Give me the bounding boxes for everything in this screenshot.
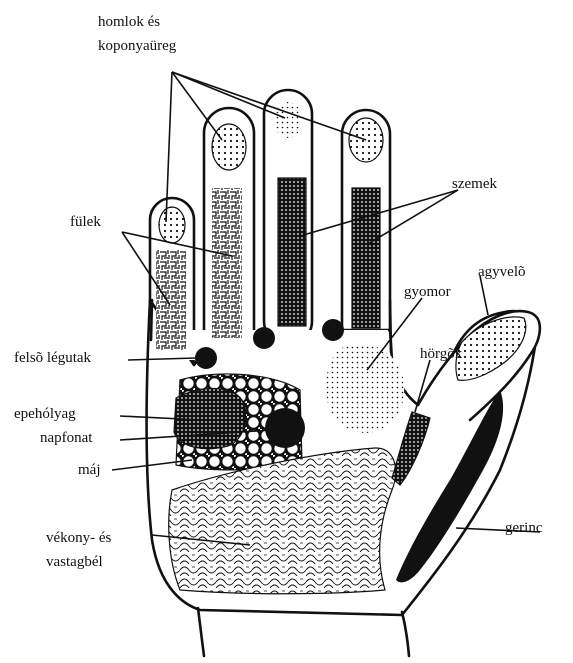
label-intestine-line1: vékony- és bbox=[46, 530, 112, 546]
solar-plexus-dot bbox=[265, 408, 305, 448]
palm-side-right bbox=[390, 300, 391, 352]
label-brain: agyvelõ bbox=[478, 264, 525, 280]
label-bronchi: hörgõk bbox=[420, 346, 463, 362]
label-forehead-line1: homlok és bbox=[98, 14, 160, 30]
forehead-zone-ring bbox=[212, 124, 246, 170]
label-solar-plexus: napfonat bbox=[40, 430, 93, 446]
eye-zone-middle bbox=[278, 178, 306, 326]
eye-zone-index bbox=[352, 188, 380, 328]
upper-airways-dot-3 bbox=[322, 319, 344, 341]
forehead-zone-little bbox=[159, 207, 185, 243]
label-intestine-line2: vastagbél bbox=[46, 554, 103, 570]
stomach-zone bbox=[326, 344, 404, 433]
label-liver: máj bbox=[78, 462, 101, 478]
label-spine: gerinc bbox=[505, 520, 543, 536]
leader-brain bbox=[480, 276, 488, 315]
label-eyes: szemek bbox=[452, 176, 497, 192]
ear-zone-little bbox=[156, 250, 186, 350]
label-forehead-line2: koponyaüreg bbox=[98, 38, 177, 54]
label-ears: fülek bbox=[70, 214, 101, 230]
label-upper-airways: felsõ légutak bbox=[14, 350, 92, 366]
upper-airways-dot-2 bbox=[253, 327, 275, 349]
label-gallbladder: epehólyag bbox=[14, 406, 76, 422]
wrist-left bbox=[198, 608, 204, 656]
upper-airways-dot-1 bbox=[195, 347, 217, 369]
palm-side-left bbox=[151, 300, 152, 340]
wrist-right bbox=[402, 612, 409, 656]
ear-zone-ring bbox=[212, 188, 242, 338]
label-stomach: gyomor bbox=[404, 284, 451, 300]
forehead-zone-middle bbox=[274, 102, 302, 138]
